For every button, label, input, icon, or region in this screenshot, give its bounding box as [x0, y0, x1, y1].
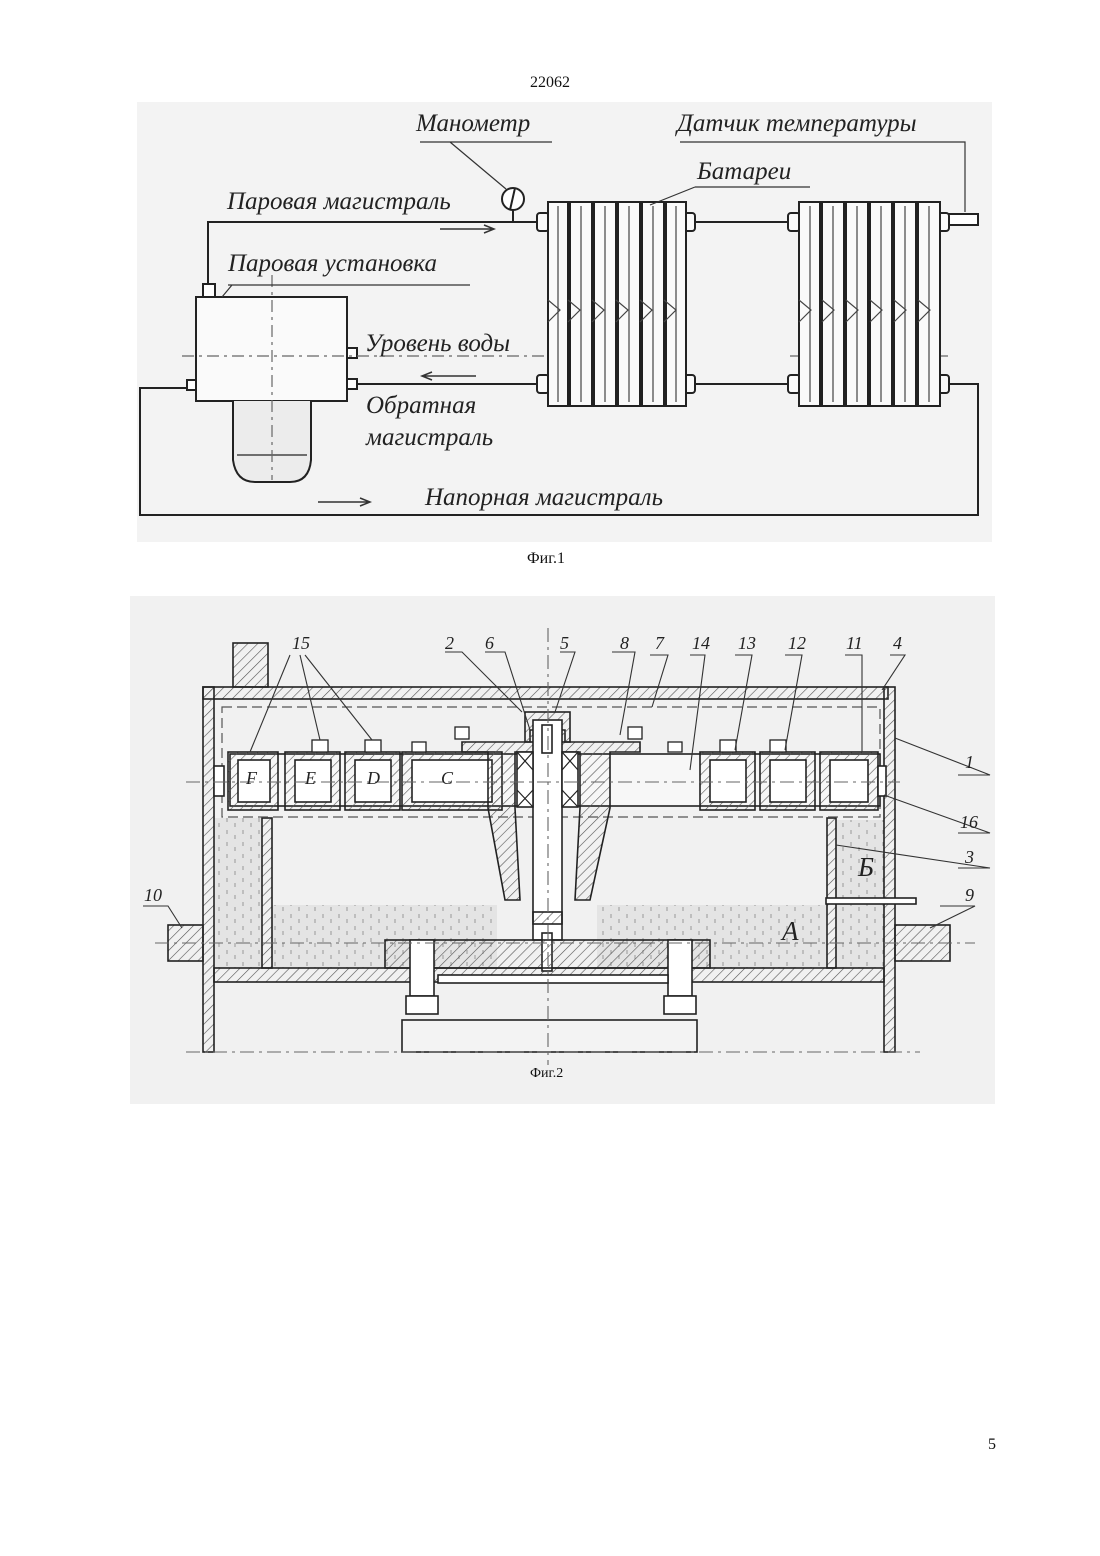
drive-base	[402, 1020, 697, 1052]
label-return-line-1: Обратная	[366, 392, 476, 420]
label-batteries: Батареи	[697, 158, 791, 186]
figure-1-caption: Фиг.1	[527, 550, 565, 568]
liquid-zone-b	[836, 820, 884, 968]
figure-2-caption: Фиг.2	[530, 1066, 563, 1082]
callout-6: 6	[485, 633, 494, 654]
housing-wall-right	[884, 687, 895, 1052]
rod-b	[826, 898, 916, 904]
callout-11: 11	[846, 633, 863, 654]
housing-wall-left	[203, 687, 214, 1052]
callout-2: 2	[445, 633, 454, 654]
callout-14: 14	[692, 633, 710, 654]
callout-1: 1	[965, 752, 974, 773]
label-return-line-2: магистраль	[366, 424, 493, 452]
label-water-level: Уровень воды	[365, 330, 510, 358]
label-steam-line: Паровая магистраль	[227, 188, 451, 216]
callout-15: 15	[292, 633, 310, 654]
callout-13: 13	[738, 633, 756, 654]
zone-label-b: Б	[858, 852, 874, 883]
cell-label-d: D	[367, 768, 380, 789]
vent-pipe	[233, 643, 268, 687]
cell-label-f: F	[246, 768, 257, 789]
callout-7: 7	[655, 633, 664, 654]
housing-lid	[203, 687, 888, 699]
callout-3: 3	[965, 847, 974, 868]
callout-5: 5	[560, 633, 569, 654]
inner-tank-wall-right	[827, 818, 836, 968]
label-steam-unit: Паровая установка	[228, 250, 437, 278]
callout-10: 10	[144, 885, 162, 906]
cell-label-c: C	[441, 768, 453, 789]
callout-9: 9	[965, 885, 974, 906]
callout-16: 16	[960, 812, 978, 833]
callout-8: 8	[620, 633, 629, 654]
label-manometer: Манометр	[416, 110, 530, 138]
page-footer-number: 5	[988, 1436, 996, 1454]
callout-4: 4	[893, 633, 902, 654]
cell-label-e: E	[305, 768, 316, 789]
callout-12: 12	[788, 633, 806, 654]
inner-tank-wall-left	[262, 818, 272, 968]
label-temp-sensor: Датчик температуры	[677, 110, 917, 138]
label-pressure-line: Напорная магистраль	[425, 484, 663, 512]
zone-label-a: А	[782, 916, 799, 947]
liquid-left-jacket	[214, 818, 262, 968]
